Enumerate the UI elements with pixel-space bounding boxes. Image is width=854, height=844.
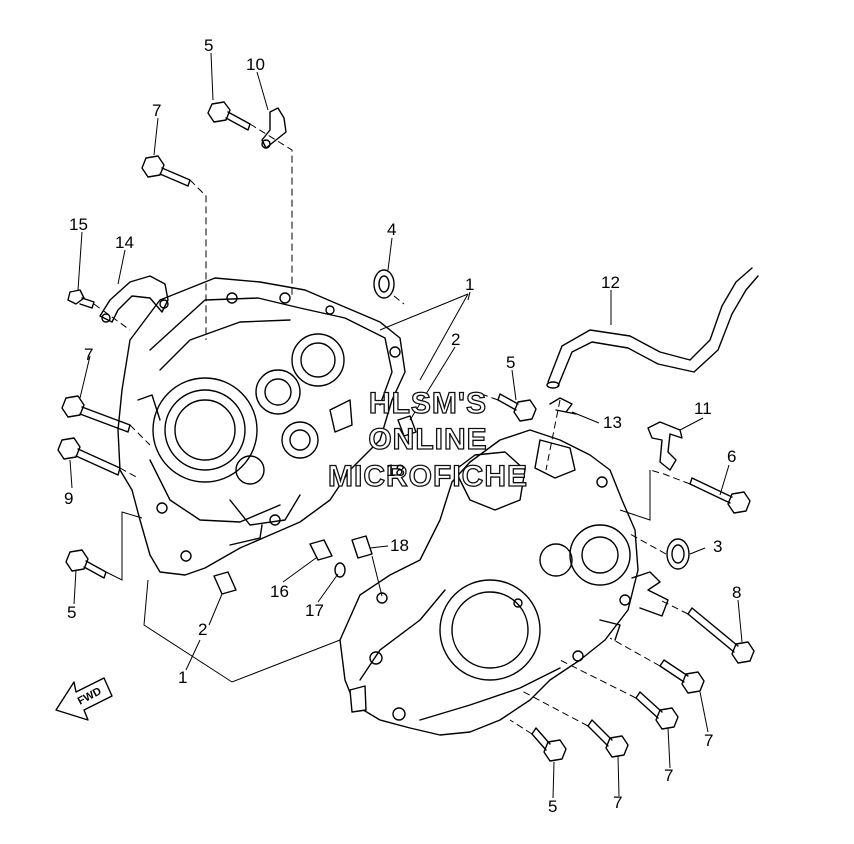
oil-seal-4 — [373, 269, 395, 299]
callout-5: 5 — [506, 353, 515, 372]
callout-17: 17 — [305, 601, 324, 620]
dowel-pin-18 — [351, 535, 373, 559]
callout-5: 5 — [548, 797, 557, 816]
callout-6: 6 — [727, 447, 736, 466]
callout-14: 14 — [115, 233, 134, 252]
right-crankcase — [339, 429, 639, 736]
clip-13 — [549, 397, 577, 415]
bolt-5-bottom — [531, 727, 567, 762]
dowel-pin-2-top — [397, 415, 417, 437]
callout-11: 11 — [694, 399, 712, 418]
callout-7: 7 — [664, 766, 673, 785]
screw-15 — [67, 289, 95, 309]
bolt-7-bottom — [587, 719, 629, 758]
bolt-5-left — [65, 549, 107, 579]
bolt-9-left — [57, 437, 121, 476]
callout-10: 10 — [246, 55, 265, 74]
oil-seal-3 — [666, 538, 690, 570]
callout-5: 5 — [67, 603, 76, 622]
left-crankcase — [117, 277, 406, 576]
callout-2: 2 — [198, 620, 207, 639]
o-ring-17 — [334, 562, 346, 578]
callout-4: 4 — [387, 220, 396, 239]
clamp-10 — [261, 107, 287, 149]
bolt-7-right-b — [635, 691, 679, 730]
callout-8: 8 — [732, 583, 741, 602]
watermark-line2: ONLINE — [368, 423, 487, 456]
callout-16: 16 — [270, 582, 289, 601]
callout-numbers: 5 10 7 4 15 14 1 12 2 7 5 11 13 18 6 9 1… — [64, 36, 741, 816]
callout-7: 7 — [84, 345, 93, 364]
wire-guide — [631, 571, 669, 617]
callout-18: 18 — [390, 536, 409, 555]
callout-5: 5 — [204, 36, 213, 55]
callout-7: 7 — [704, 731, 713, 750]
dowel-pin-2-left — [213, 571, 237, 595]
dowel-pin-16 — [309, 539, 333, 561]
callout-15: 15 — [69, 215, 88, 234]
watermark-line3: MICROFICHE — [328, 460, 528, 493]
bracket-11 — [647, 421, 683, 471]
callout-13: 13 — [603, 413, 622, 432]
plate-14 — [99, 275, 169, 323]
bolt-7-left — [61, 395, 131, 433]
callout-7: 7 — [613, 793, 622, 812]
bolt-7-top — [141, 155, 191, 187]
bolt-5-mid — [497, 393, 537, 422]
callout-18: 18 — [386, 461, 405, 480]
bolt-5-top — [207, 101, 251, 131]
watermark-line1: HLSM'S — [369, 387, 487, 420]
callout-1: 1 — [465, 275, 474, 294]
hose-12 — [546, 267, 759, 389]
callout-3: 3 — [713, 537, 722, 556]
callout-9: 9 — [64, 489, 73, 508]
watermark: HLSM'S ONLINE MICROFICHE — [327, 386, 528, 493]
bolt-6 — [689, 477, 751, 514]
callout-12: 12 — [601, 273, 620, 292]
callout-7: 7 — [152, 101, 161, 120]
bolt-8 — [687, 607, 755, 664]
callout-2: 2 — [451, 330, 460, 349]
fwd-arrow-icon: FWD — [55, 677, 113, 721]
callout-1: 1 — [178, 668, 187, 687]
bolt-7-right-a — [659, 659, 705, 694]
